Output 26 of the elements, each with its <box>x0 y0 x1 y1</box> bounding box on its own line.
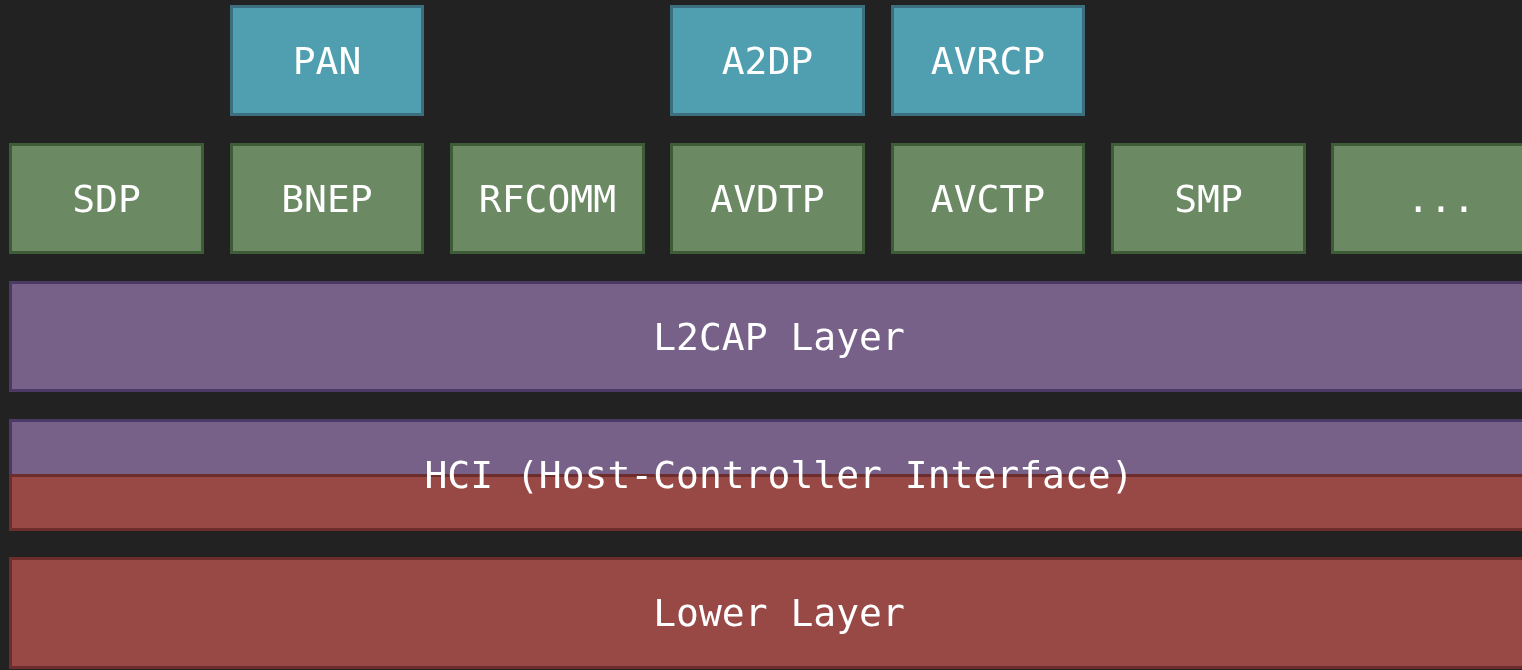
protocol-label: A2DP <box>721 38 814 83</box>
protocol-label: SDP <box>72 176 141 221</box>
protocol-box <box>670 143 865 254</box>
layer-band <box>9 281 1522 392</box>
protocol-label: AVDTP <box>710 176 825 221</box>
protocol-label: AVRCP <box>930 38 1046 83</box>
protocol-label: AVCTP <box>930 176 1046 221</box>
protocol-box <box>1331 143 1522 254</box>
protocol-box <box>670 5 865 116</box>
layer-band <box>9 419 1522 531</box>
protocol-box <box>891 5 1085 116</box>
protocol-box <box>450 143 645 254</box>
protocol-label: ... <box>1406 176 1476 221</box>
protocol-box <box>230 143 424 254</box>
protocol-box <box>230 5 424 116</box>
protocol-box <box>891 143 1085 254</box>
protocol-label: SMP <box>1174 176 1243 221</box>
layer-label: HCI (Host-Controller Interface) <box>424 453 1134 497</box>
layer-label: Lower Layer <box>653 591 905 635</box>
protocol-label: PAN <box>292 38 362 83</box>
protocol-label: RFCOMM <box>478 176 617 221</box>
protocol-box <box>1111 143 1306 254</box>
protocol-label: BNEP <box>281 176 373 221</box>
layer-band <box>9 557 1522 669</box>
protocol-box <box>9 143 204 254</box>
layer-label: L2CAP Layer <box>653 314 905 359</box>
